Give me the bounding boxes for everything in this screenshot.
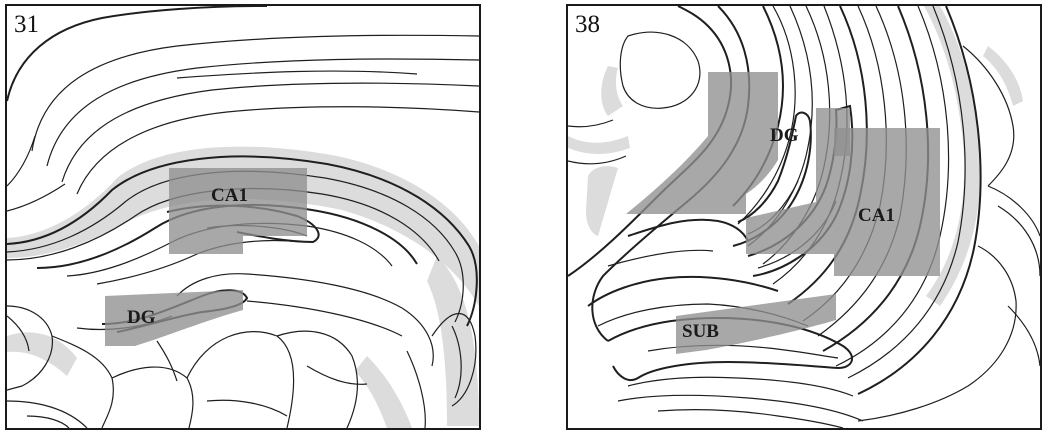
region-label-ca1: CA1 <box>858 205 895 226</box>
region-label-sub: SUB <box>682 321 719 342</box>
section-panel-31: 31 CA1 DG <box>5 4 481 430</box>
dg-roi-box <box>105 290 243 346</box>
section-number-label: 38 <box>573 11 602 38</box>
left-light-shading <box>568 136 630 154</box>
ca1-roi-box <box>834 128 940 276</box>
brain-section-31-drawing <box>7 6 479 428</box>
brain-section-38-drawing <box>568 6 1040 428</box>
outer-boundary-right <box>857 6 982 395</box>
dg-inner-roi-box <box>746 108 850 254</box>
dg-roi-box <box>626 72 778 214</box>
upper-right-shading <box>983 46 1023 106</box>
region-label-ca1: CA1 <box>211 185 248 206</box>
section-number-label: 31 <box>12 11 41 38</box>
region-label-dg: DG <box>127 307 156 328</box>
upper-left-shading <box>601 66 623 116</box>
lower-right-shading <box>355 356 412 428</box>
sub-roi-box <box>676 294 836 354</box>
ca1-roi-box <box>169 168 307 254</box>
lower-left-shading <box>7 332 77 376</box>
cortex-outline <box>7 6 268 102</box>
hippocampus-outline-upper <box>7 155 478 327</box>
left-tissue-shading <box>586 166 618 236</box>
right-band-shading <box>924 6 981 306</box>
region-label-dg: DG <box>770 125 799 146</box>
lateral-shading <box>427 256 479 426</box>
section-panel-38: 38 DG CA1 SUB <box>566 4 1042 430</box>
